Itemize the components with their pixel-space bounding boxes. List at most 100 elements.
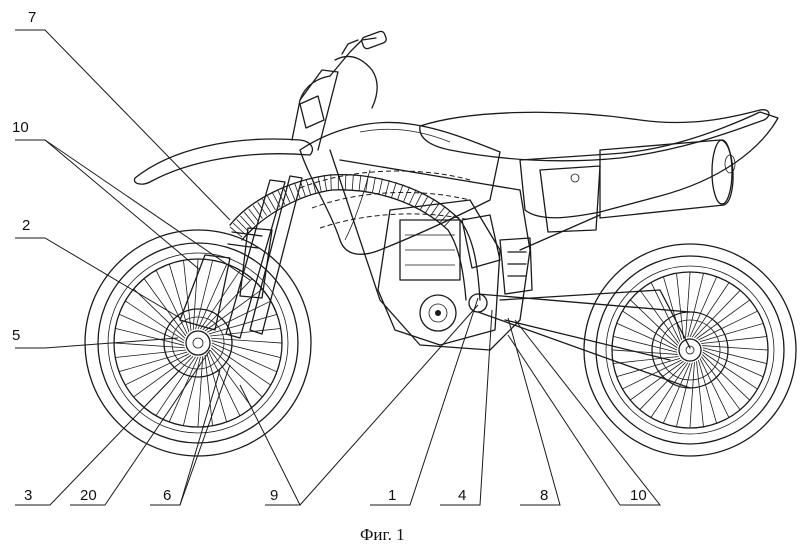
callout-8: 8 (540, 487, 548, 504)
callout-3: 3 (24, 487, 32, 504)
callout-2: 2 (22, 217, 30, 234)
spoke (699, 358, 730, 418)
hose-coil (240, 215, 252, 228)
callout-5: 5 (12, 327, 20, 344)
spoke (676, 273, 684, 339)
spoke (700, 356, 741, 411)
coiled-hose (229, 173, 481, 301)
spoke (650, 362, 689, 418)
spoke (702, 351, 758, 390)
handlebar (299, 30, 387, 129)
spoke (200, 270, 241, 330)
spoke (143, 278, 187, 337)
spoke (133, 288, 186, 339)
spoke (613, 335, 678, 353)
spoke (697, 359, 717, 424)
spoke (210, 347, 263, 398)
callout-10-left: 10 (12, 119, 29, 136)
hose-coil (257, 202, 267, 216)
spoke (202, 278, 253, 331)
hose-coil (262, 198, 272, 213)
rear-hub (678, 338, 702, 362)
spoke (192, 258, 199, 330)
hose-coil (232, 222, 246, 235)
hose-coil (358, 174, 362, 191)
spoke (622, 310, 678, 349)
hose-coil (282, 187, 291, 203)
spoke (691, 282, 730, 338)
spoke (650, 282, 681, 342)
spoke (694, 290, 741, 339)
hose-coil (371, 176, 376, 193)
spoke (183, 260, 192, 331)
engine (377, 199, 533, 346)
spoke (701, 354, 750, 401)
rear-sprocket (651, 311, 729, 389)
front-wheel (84, 229, 312, 457)
hose-coil (403, 186, 411, 202)
hose-coil (305, 179, 311, 195)
spoke (210, 328, 281, 337)
spoke (675, 362, 693, 427)
spoke (696, 361, 704, 427)
hose-coil (425, 198, 435, 213)
seat (419, 109, 770, 162)
spoke (155, 270, 188, 335)
spoke (208, 351, 241, 416)
spoke (195, 260, 214, 330)
hose-coil (420, 195, 429, 210)
callout-4: 4 (458, 487, 466, 504)
engine-sprocket (468, 293, 488, 313)
callout-10-right: 10 (630, 487, 647, 504)
spoke (616, 322, 678, 351)
hose-coil (267, 195, 276, 211)
spoke (115, 349, 186, 358)
spoke (168, 263, 190, 333)
callout-7: 7 (28, 9, 36, 26)
spoke (611, 349, 678, 355)
hose-coil (323, 174, 328, 191)
spoke (663, 276, 683, 341)
dashed-routing-lines (299, 170, 471, 229)
hose-coil (409, 189, 417, 205)
hose-coil (365, 175, 369, 192)
hose-coil (391, 182, 397, 198)
spoke (689, 276, 718, 338)
spoke (211, 337, 283, 344)
drive-chain (477, 293, 691, 389)
spoke (685, 271, 691, 338)
spoke (629, 360, 684, 401)
hose-coil (443, 214, 456, 227)
hose-coil (378, 178, 383, 195)
callout-9: 9 (270, 487, 278, 504)
spoke (125, 300, 185, 341)
spoke (206, 353, 228, 423)
spoke (209, 349, 253, 408)
hose-coil (414, 192, 423, 207)
spoke (204, 288, 263, 332)
hose-coil (244, 212, 255, 225)
hose-coil (330, 173, 332, 191)
spoke (211, 345, 271, 386)
spoke (702, 347, 767, 365)
spoke (115, 327, 185, 346)
spoke (211, 340, 281, 359)
frame (329, 149, 691, 361)
hose-coil (252, 205, 263, 219)
figure-caption: Фиг. 1 (360, 525, 405, 544)
spoke (155, 356, 196, 416)
spoke (133, 354, 192, 398)
spoke (125, 353, 190, 386)
front-fender (133, 138, 314, 185)
rear-wheel-spokes (611, 271, 769, 429)
spoke (662, 362, 691, 424)
hose-coil (229, 226, 243, 238)
hose-coil (344, 173, 347, 190)
hose-coil (311, 177, 317, 194)
spoke (639, 361, 686, 410)
hose-coil (397, 184, 404, 200)
spoke (204, 355, 213, 426)
callout-labels: 7 10 2 5 3 20 6 9 1 4 8 10 (12, 9, 647, 504)
spoke (639, 289, 680, 344)
rear-wheel (583, 243, 797, 457)
